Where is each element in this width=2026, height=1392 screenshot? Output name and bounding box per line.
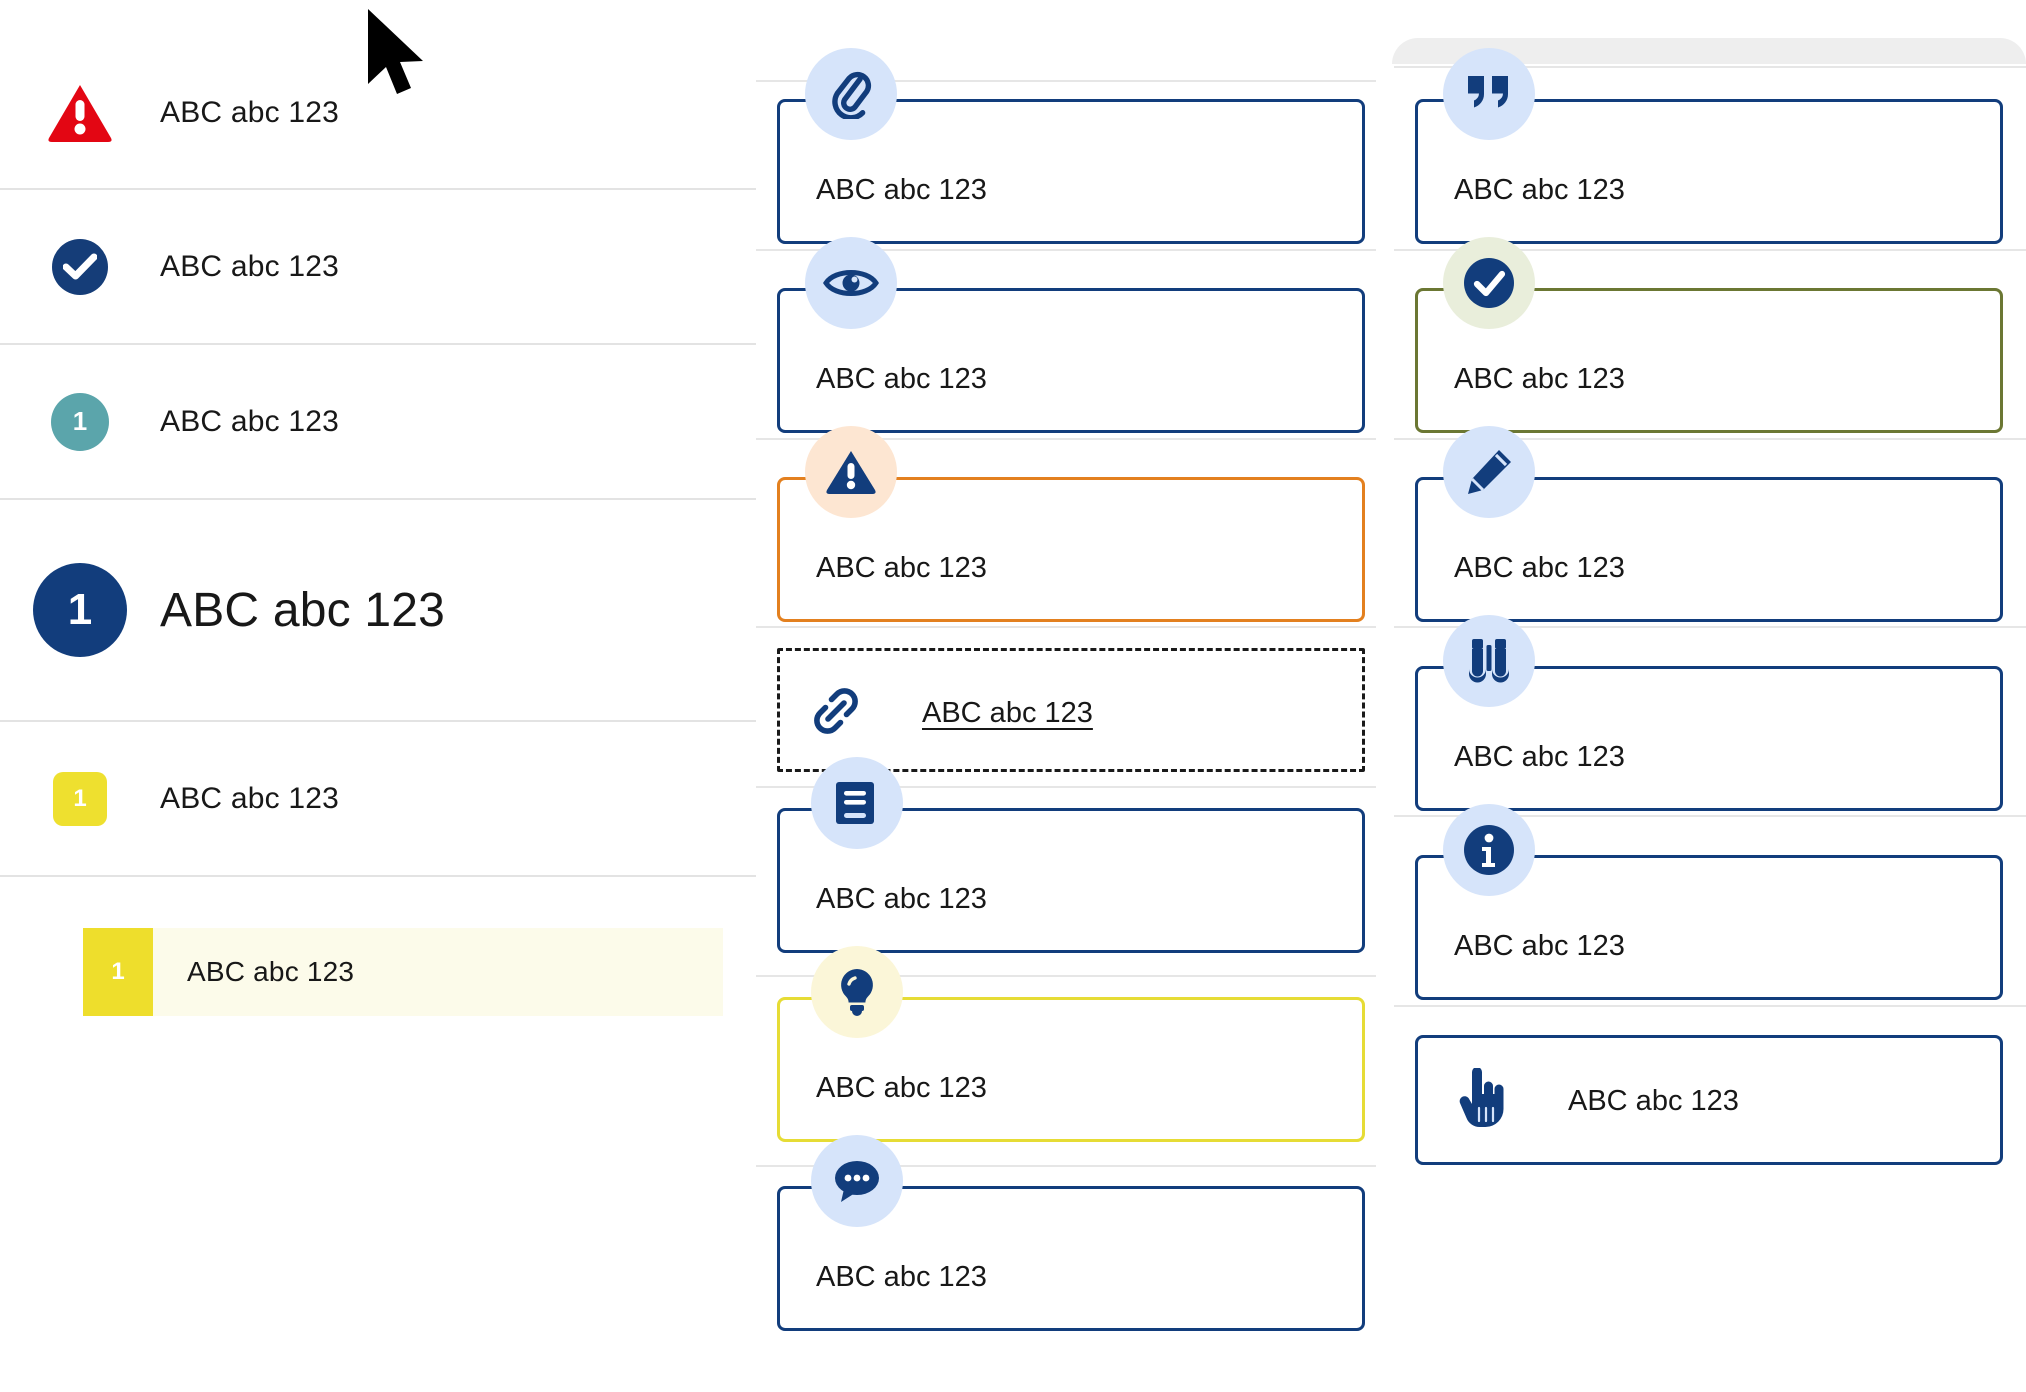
link-icon [808, 683, 864, 744]
divider [1394, 626, 2026, 628]
pointing-hand-icon [1456, 1067, 1508, 1135]
sidebar-row-label: ABC abc 123 [160, 96, 339, 129]
sidebar-row-label: ABC abc 123 [160, 249, 339, 283]
check-circle-icon [0, 238, 160, 295]
card-link-label[interactable]: ABC abc 123 [922, 697, 1093, 729]
divider [1394, 815, 2026, 817]
hand-row[interactable]: ABC abc 123 [1456, 1067, 1739, 1135]
card-label: ABC abc 123 [1454, 741, 1625, 773]
divider [756, 249, 1376, 251]
paperclip-icon [805, 48, 897, 140]
number-badge-teal: 1 [0, 392, 160, 451]
card-label: ABC abc 123 [816, 1261, 987, 1293]
card-label: ABC abc 123 [1568, 1085, 1739, 1117]
warning-triangle-icon [0, 83, 160, 143]
card-label: ABC abc 123 [1454, 552, 1625, 584]
card-link[interactable] [777, 648, 1365, 772]
sidebar-row-teal-badge[interactable]: 1 ABC abc 123 [0, 343, 756, 498]
check-circle-icon [1443, 237, 1535, 329]
card-label: ABC abc 123 [816, 883, 987, 915]
badge-number: 1 [51, 392, 109, 451]
eye-icon [805, 237, 897, 329]
badge-number: 1 [33, 563, 127, 657]
badge-number: 1 [53, 771, 107, 826]
divider [1394, 249, 2026, 251]
divider [0, 875, 756, 877]
lightbulb-icon [811, 946, 903, 1038]
card-label: ABC abc 123 [816, 174, 987, 206]
card-review[interactable]: ABC abc 123 [1415, 666, 2003, 811]
sidebar-row-yellow-badge[interactable]: 1 ABC abc 123 [0, 720, 756, 875]
divider [1394, 438, 2026, 440]
card-label: ABC abc 123 [816, 1072, 987, 1104]
sidebar-row-label: ABC abc 123 [160, 781, 339, 815]
sidebar-row-label: ABC abc 123 [160, 404, 339, 438]
sidebar-row-selected[interactable]: 1 ABC abc 123 [83, 928, 723, 1016]
middle-card-column: ABC abc 123 ABC abc 123 ABC abc 123 [756, 0, 1376, 1392]
divider [1394, 66, 2026, 68]
divider [756, 80, 1376, 82]
book-icon [811, 757, 903, 849]
info-circle-icon [1443, 804, 1535, 896]
card-warning[interactable]: ABC abc 123 [777, 477, 1365, 622]
card-label: ABC abc 123 [816, 552, 987, 584]
divider [756, 975, 1376, 977]
divider [756, 626, 1376, 628]
sidebar-row-primary[interactable]: 1 ABC abc 123 [0, 498, 756, 720]
divider [1394, 1005, 2026, 1007]
divider [756, 1165, 1376, 1167]
divider [756, 786, 1376, 788]
pencil-icon [1443, 426, 1535, 518]
card-label: ABC abc 123 [1454, 174, 1625, 206]
right-card-column: ABC abc 123 ABC abc 123 ABC abc 123 [1394, 0, 2026, 1392]
number-badge-navy-large: 1 [0, 563, 160, 657]
number-badge-yellow: 1 [0, 771, 160, 826]
card-label: ABC abc 123 [1454, 930, 1625, 962]
sidebar-row-check[interactable]: ABC abc 123 [0, 188, 756, 343]
card-label: ABC abc 123 [1454, 363, 1625, 395]
link-row[interactable]: ABC abc 123 [808, 683, 1093, 744]
selected-row-label: ABC abc 123 [187, 956, 355, 987]
card-label: ABC abc 123 [816, 363, 987, 395]
warning-triangle-icon [805, 426, 897, 518]
card-action[interactable] [1415, 1035, 2003, 1165]
binoculars-icon [1443, 615, 1535, 707]
sidebar-list: ABC abc 123 ABC abc 123 1 ABC abc 123 [0, 0, 756, 1392]
divider [756, 438, 1376, 440]
sidebar-row-label: ABC abc 123 [160, 583, 446, 637]
selected-badge-number: 1 [83, 928, 153, 1016]
sidebar-row-warning[interactable]: ABC abc 123 [0, 38, 756, 188]
speech-bubble-icon [811, 1135, 903, 1227]
quote-icon [1443, 48, 1535, 140]
